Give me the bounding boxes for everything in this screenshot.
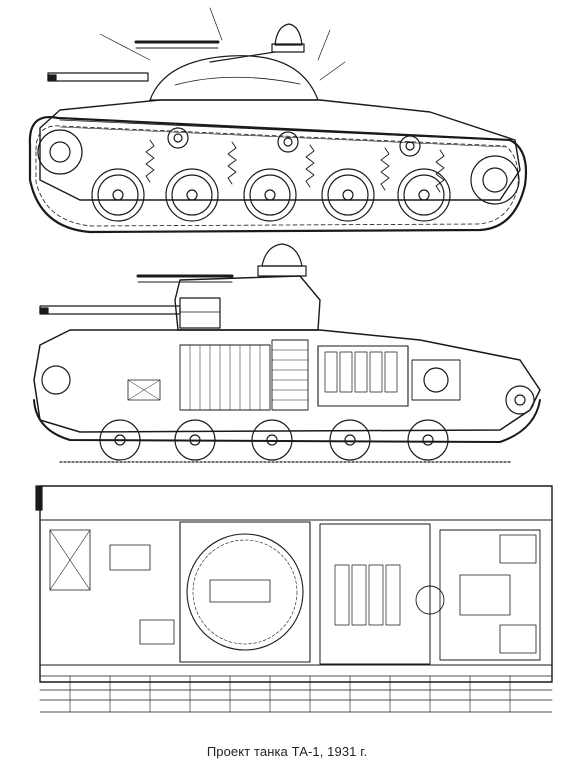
cutaway-view — [34, 244, 540, 462]
figure-caption: Проект танка ТА-1, 1931 г. — [206, 744, 368, 759]
plan-view — [36, 486, 552, 712]
side-view — [30, 8, 526, 232]
tank-technical-drawing — [0, 0, 574, 740]
